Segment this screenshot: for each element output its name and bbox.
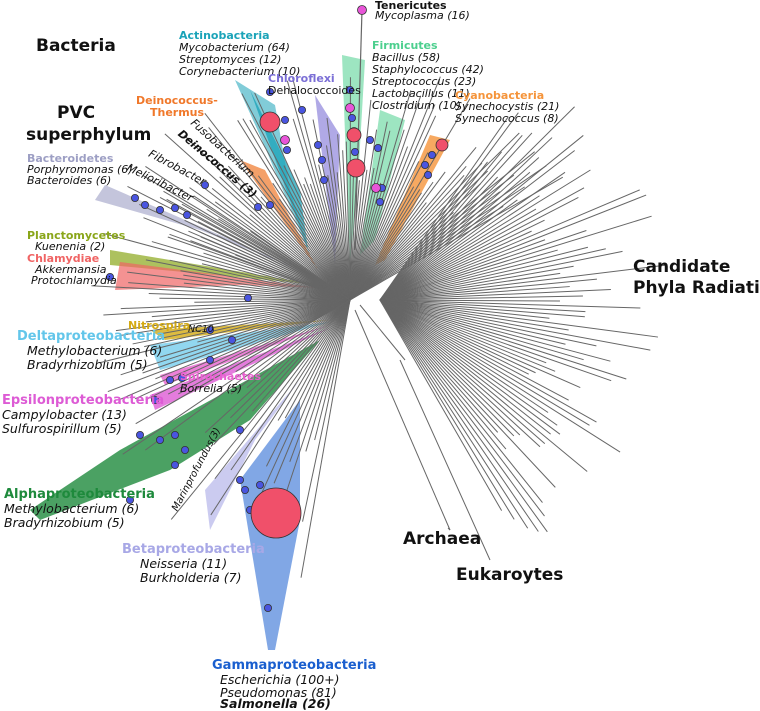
genome-marker-large: [251, 488, 301, 538]
synechococcus-label: Synechococcus (8): [455, 113, 559, 126]
nc10-label: NC10: [188, 325, 214, 336]
genome-marker-magenta: [346, 104, 355, 113]
bacteria-label: Bacteria: [36, 37, 116, 57]
pvc-label-line1: PVC: [57, 104, 95, 124]
pvc-label-line2: superphylum: [26, 126, 151, 146]
genome-marker: [281, 116, 288, 123]
salmonella-label: Salmonella (26): [220, 697, 331, 711]
genome-marker: [181, 446, 188, 453]
genome-marker: [318, 156, 325, 163]
genome-marker-large: [436, 139, 448, 151]
genome-marker: [424, 171, 431, 178]
genome-marker-large: [347, 128, 361, 142]
genome-marker: [236, 476, 243, 483]
borrelia-label: Borrelia (5): [180, 383, 242, 396]
genome-marker: [141, 201, 148, 208]
genome-marker-large: [347, 159, 365, 177]
genome-marker: [136, 431, 143, 438]
genome-marker: [156, 206, 163, 213]
genome-marker: [166, 376, 173, 383]
genome-marker: [348, 114, 355, 121]
genome-marker: [131, 194, 138, 201]
genome-marker: [264, 604, 271, 611]
cpr-branch: [380, 300, 620, 452]
genome-marker: [236, 426, 243, 433]
genome-marker: [283, 146, 290, 153]
genome-marker-magenta: [358, 6, 367, 15]
genome-marker: [351, 148, 358, 155]
dehalococcoides-label: Dehalococcoides: [268, 85, 361, 98]
archaea-branch: [355, 310, 450, 530]
cpr-label-line1: Candidate: [633, 258, 730, 278]
genome-marker: [376, 198, 383, 205]
genome-marker: [241, 486, 248, 493]
genome-marker: [206, 356, 213, 363]
cpr-branch: [380, 300, 547, 532]
cpr-label-line2: Phyla Radiation: [633, 279, 760, 299]
genome-marker: [171, 461, 178, 468]
genome-marker: [266, 201, 273, 208]
genome-marker: [428, 151, 435, 158]
eukaryotes-label: Eukaroytes: [456, 566, 563, 586]
genome-marker-magenta: [281, 136, 290, 145]
delta-bradyrhizobium-label: Bradyrhizobium (5): [27, 358, 148, 372]
cpr-branch: [380, 300, 498, 432]
genome-marker: [183, 211, 190, 218]
genome-marker: [171, 431, 178, 438]
genome-marker: [256, 481, 263, 488]
genome-marker: [320, 176, 327, 183]
burkholderia-label: Burkholderia (7): [140, 571, 242, 585]
genome-marker: [298, 106, 305, 113]
genome-marker: [228, 336, 235, 343]
cpr-branch: [380, 300, 548, 412]
archaea-label: Archaea: [403, 530, 481, 550]
genome-marker: [156, 436, 163, 443]
bacteroides-label: Bacteroides (6): [27, 175, 111, 188]
genome-marker-large: [260, 112, 280, 132]
genome-marker: [314, 141, 321, 148]
genome-marker: [244, 294, 251, 301]
genome-marker: [366, 136, 373, 143]
genome-marker: [254, 203, 261, 210]
sulfurospirillum-label: Sulfurospirillum (5): [2, 422, 122, 436]
bacteria-branch: [143, 218, 350, 300]
cpr-branch: [380, 300, 544, 516]
genome-marker: [374, 144, 381, 151]
clostridium-label: Clostridium (10): [372, 100, 461, 113]
protochlamydia-label: Protochlamydia: [31, 275, 117, 288]
alpha-bradyrhizobium-label: Bradyrhizobium (5): [4, 516, 125, 530]
genome-marker: [421, 161, 428, 168]
genome-marker-magenta: [372, 184, 381, 193]
mycoplasma-label: Mycoplasma (16): [375, 10, 470, 23]
genome-marker: [171, 204, 178, 211]
